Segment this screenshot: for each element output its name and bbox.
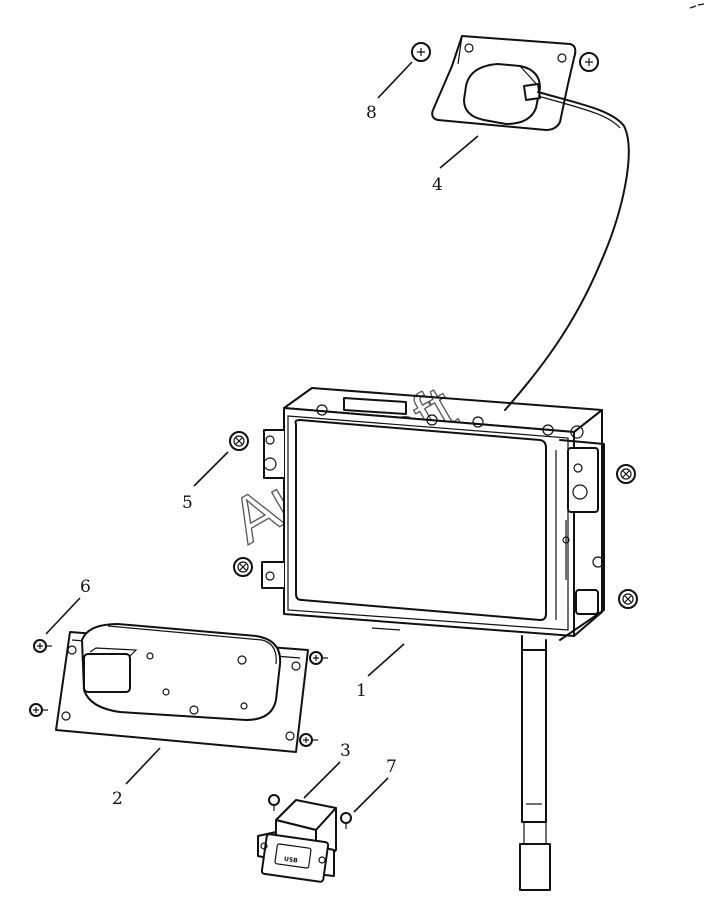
callout-4: 4 (432, 175, 443, 195)
screw-icon (29, 703, 48, 717)
screw-icon (233, 557, 253, 577)
screw-icon (340, 812, 352, 829)
callout-7: 7 (386, 757, 397, 777)
callout-6: 6 (80, 577, 91, 597)
corner-mark (689, 3, 705, 9)
screws (29, 42, 638, 829)
screw-icon (229, 431, 249, 451)
callout-2: 2 (112, 789, 123, 809)
screw-icon (579, 52, 599, 72)
screw-icon (616, 464, 636, 484)
usb-label: USB (284, 856, 299, 865)
usb-port: USB (257, 799, 337, 883)
control-panel (55, 623, 309, 753)
callout-5: 5 (182, 493, 193, 513)
screw-icon (268, 794, 280, 811)
callout-8: 8 (366, 103, 377, 123)
screw-icon (309, 651, 328, 665)
antenna-module (431, 35, 630, 411)
callout-1: 1 (356, 681, 367, 701)
callout-3: 3 (340, 741, 351, 761)
callouts: 1 2 3 4 5 6 7 8 (80, 103, 443, 809)
screw-icon (299, 733, 318, 747)
head-unit (261, 387, 605, 891)
screw-icon (411, 42, 431, 62)
leader-lines (45, 61, 479, 813)
screw-icon (618, 589, 638, 609)
screw-icon (33, 639, 52, 653)
